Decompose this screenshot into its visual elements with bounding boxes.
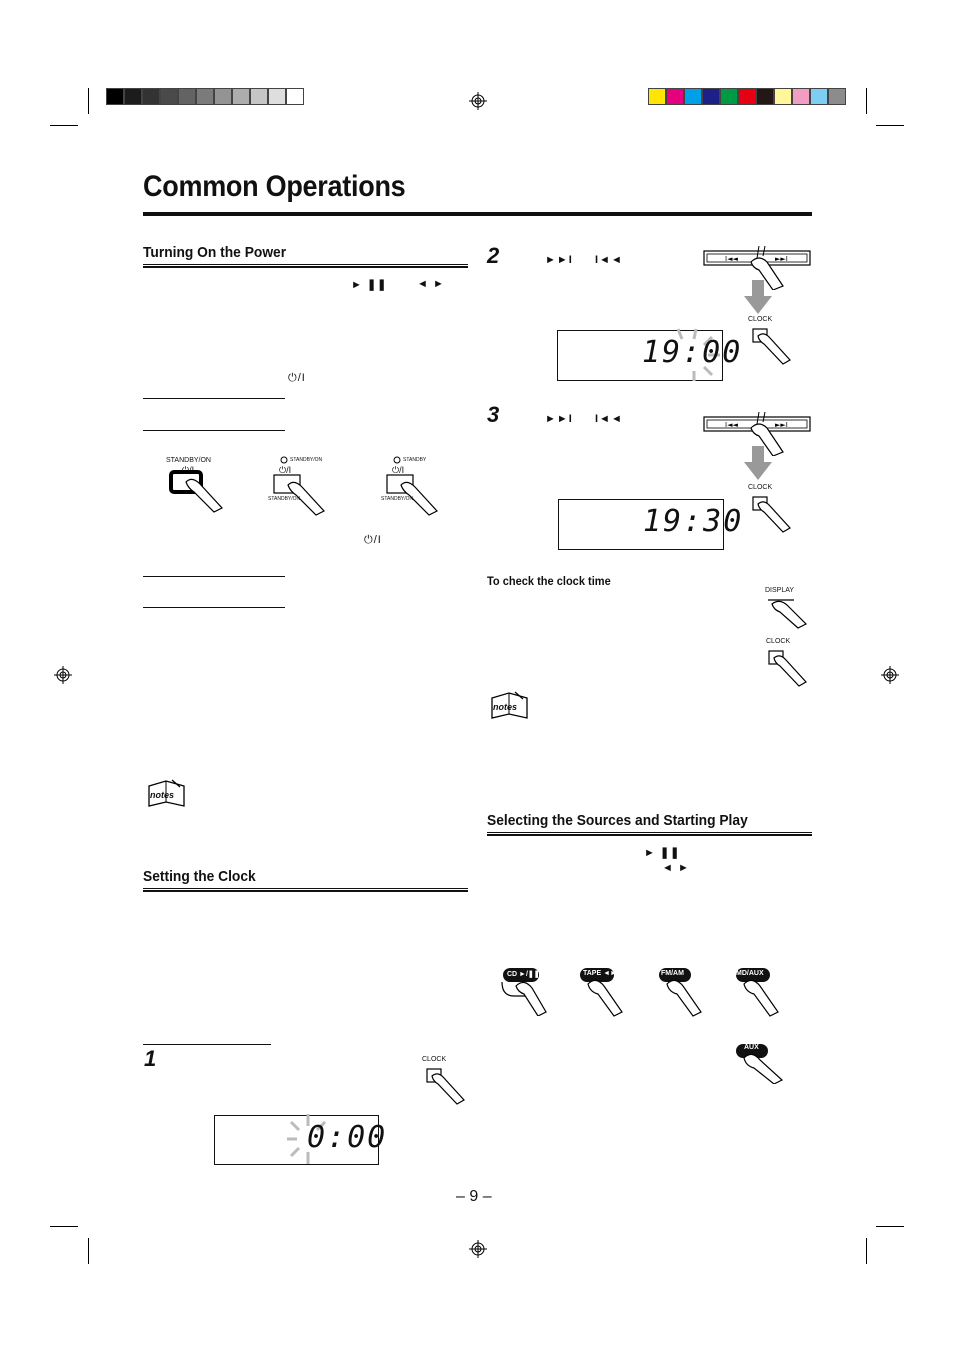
section-rule [143, 264, 468, 268]
finger-press-icon [426, 1068, 465, 1105]
color-swatch [738, 88, 756, 105]
color-swatch [702, 88, 720, 105]
finger-press-icon [768, 650, 807, 687]
subheading-check-clock: To check the clock time [487, 574, 611, 588]
page-title: Common Operations [143, 170, 406, 203]
power-symbol: ⏻/I [288, 372, 306, 384]
color-swatch [792, 88, 810, 105]
finger-press-icon [273, 474, 325, 516]
title-rule [143, 212, 812, 216]
step-number: 2 [487, 243, 500, 268]
model-rule [143, 1044, 271, 1045]
color-swatch [214, 88, 232, 105]
finger-press-icon [752, 496, 791, 533]
color-swatch [160, 88, 178, 105]
color-swatch [124, 88, 142, 105]
play-pause-symbol: ► ❚❚ [644, 847, 681, 859]
color-swatch [142, 88, 160, 105]
clock-display-step1: 0:00 [214, 1114, 385, 1165]
color-swatch [720, 88, 738, 105]
section-rule [143, 888, 468, 892]
notes-icon: notes [146, 778, 188, 815]
color-swatch [684, 88, 702, 105]
color-swatch [250, 88, 268, 105]
clock-display-step3: 19:30 [558, 499, 741, 550]
power-symbol: ⏻/I [364, 534, 382, 546]
finger-press-icon [169, 470, 223, 513]
power-icon: ⏻/I [279, 465, 292, 475]
svg-text:►►I: ►►I [775, 421, 788, 429]
color-swatch [232, 88, 250, 105]
color-swatch [756, 88, 774, 105]
svg-text:►►I: ►►I [775, 255, 788, 263]
prev-symbol: I◄◄ [595, 254, 623, 266]
color-swatch [648, 88, 666, 105]
color-swatch [666, 88, 684, 105]
model-rule [143, 398, 285, 399]
tape-direction-symbol: ◄ ► [417, 278, 445, 290]
play-pause-symbol: ► ❚❚ [351, 279, 388, 291]
color-swatch [106, 88, 124, 105]
color-swatch [178, 88, 196, 105]
color-swatch [774, 88, 792, 105]
next-symbol: ►►I [545, 254, 573, 266]
prev-symbol: I◄◄ [595, 413, 623, 425]
model-rule [143, 430, 285, 431]
svg-text:I◄◄: I◄◄ [725, 255, 738, 263]
section-heading-sources: Selecting the Sources and Starting Play [487, 812, 748, 829]
registration-mark-icon [469, 1240, 487, 1258]
next-symbol: ►►I [545, 413, 573, 425]
step-number: 1 [144, 1046, 157, 1071]
clock-display-step2: 19:00 [557, 328, 740, 381]
blink-burst-icon [676, 328, 720, 381]
color-swatch [268, 88, 286, 105]
blink-burst-icon [287, 1114, 327, 1164]
svg-text:I◄◄: I◄◄ [725, 421, 738, 429]
step-number: 3 [487, 402, 500, 427]
color-swatch [286, 88, 304, 105]
power-icon: ⏻/I [392, 465, 405, 475]
color-swatch [196, 88, 214, 105]
page-number: – 9 – [456, 1188, 492, 1205]
registration-mark-icon [54, 666, 72, 684]
down-arrow-icon [744, 446, 772, 480]
model-rule [143, 607, 285, 608]
section-rule [487, 832, 812, 836]
registration-mark-icon [469, 92, 487, 110]
finger-press-icon [768, 599, 808, 629]
finger-press-icon [386, 474, 438, 516]
registration-mark-icon [881, 666, 899, 684]
color-swatch [810, 88, 828, 105]
notes-icon: notes [489, 690, 531, 727]
model-rule [143, 576, 285, 577]
color-swatch [828, 88, 846, 105]
down-arrow-icon [744, 280, 772, 314]
section-heading-clock: Setting the Clock [143, 868, 256, 885]
indicator-lamp-icon [393, 456, 401, 464]
section-heading-power: Turning On the Power [143, 244, 287, 261]
finger-press-icon [752, 328, 791, 365]
tape-direction-symbol: ◄ ► [662, 862, 690, 874]
indicator-lamp-icon [280, 456, 288, 464]
